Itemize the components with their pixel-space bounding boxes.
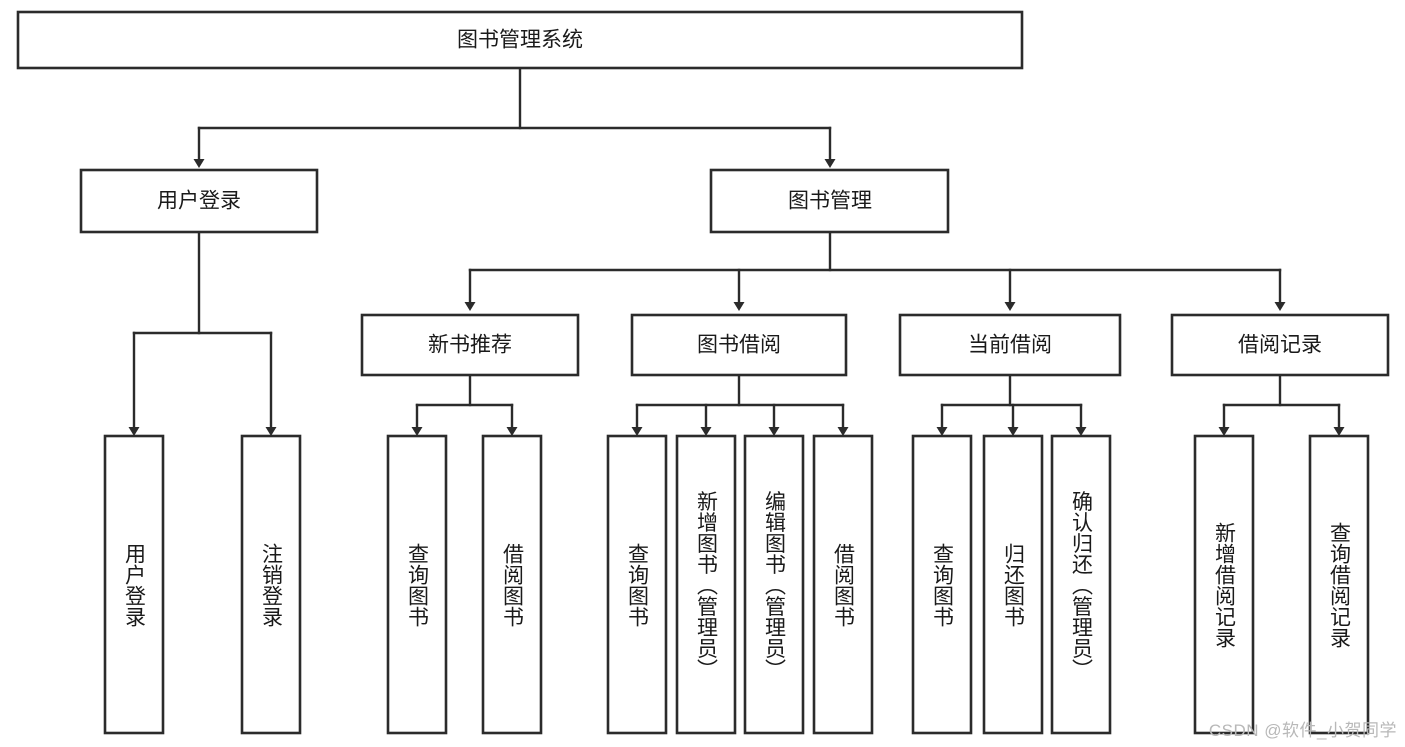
node-leaf-box[interactable] [743,434,805,735]
node-book-manage-label: 图书管理 [788,190,872,213]
edge-group-borrowrecords-to-leaves [1218,373,1345,436]
node-leaf-box[interactable] [606,434,668,735]
node-leaf-label: 借阅图书 [501,543,525,627]
node-borrow-records-label: 借阅记录 [1238,334,1322,357]
node-leaf-current-borrow-3[interactable]: 确认归还（管理员） [1050,434,1112,735]
node-leaf-borrow-records-1[interactable]: 新增借阅记录 [1193,434,1255,735]
node-borrow-records-box[interactable] [1170,313,1390,377]
node-leaf-new-book-1[interactable]: 查询图书 [386,434,448,735]
edge-group-newbook-to-leaves [411,373,518,436]
node-leaf-box[interactable] [386,434,448,735]
node-current-borrow-box[interactable] [898,313,1122,377]
node-leaf-box[interactable] [240,434,302,735]
node-book-borrow[interactable]: 图书借阅 [630,313,848,377]
node-book-manage[interactable]: 图书管理 [709,168,950,234]
edge-group-root-to-level2 [193,66,836,168]
node-leaf-book-borrow-2[interactable]: 新增图书（管理员） [675,434,737,735]
node-new-book-recommend[interactable]: 新书推荐 [360,313,580,377]
node-leaf-user-login-1[interactable]: 用户登录 [103,434,165,735]
node-new-book-recommend-label: 新书推荐 [428,334,512,357]
node-leaf-box[interactable] [1308,434,1370,735]
edge-group-bookmanage-to-level3 [464,230,1286,311]
node-root-system[interactable]: 图书管理系统 [16,10,1024,70]
node-leaf-new-book-2[interactable]: 借阅图书 [481,434,543,735]
node-leaf-label: 借阅图书 [832,543,856,627]
node-leaf-box[interactable] [481,434,543,735]
node-book-manage-box[interactable] [709,168,950,234]
node-leaf-box[interactable] [103,434,165,735]
node-leaf-box[interactable] [1193,434,1255,735]
edge-group-currentborrow-to-leaves [936,373,1087,436]
node-leaf-borrow-records-2[interactable]: 查询借阅记录 [1308,434,1370,735]
node-leaf-user-login-2[interactable]: 注销登录 [240,434,302,735]
node-leaf-box[interactable] [911,434,973,735]
node-user-login-label: 用户登录 [157,190,241,213]
node-leaf-book-borrow-1[interactable]: 查询图书 [606,434,668,735]
node-leaf-label: 新增借阅记录 [1213,522,1237,648]
node-current-borrow[interactable]: 当前借阅 [898,313,1122,377]
node-leaf-label: 查询图书 [406,543,430,627]
node-leaf-book-borrow-3[interactable]: 编辑图书（管理员） [743,434,805,735]
node-leaf-box[interactable] [812,434,874,735]
node-leaf-box[interactable] [675,434,737,735]
node-user-login[interactable]: 用户登录 [79,168,319,234]
edge-group-bookborrow-to-leaves [631,373,849,436]
node-leaf-book-borrow-4[interactable]: 借阅图书 [812,434,874,735]
node-leaf-label: 注销登录 [260,543,284,627]
node-leaf-label: 归还图书 [1002,543,1026,627]
node-leaf-label: 用户登录 [123,543,147,627]
node-borrow-records[interactable]: 借阅记录 [1170,313,1390,377]
node-leaf-label: 编辑图书（管理员） [763,491,787,680]
node-new-book-recommend-box[interactable] [360,313,580,377]
node-leaf-label: 新增图书（管理员） [695,491,719,680]
node-book-borrow-label: 图书借阅 [697,334,781,357]
node-current-borrow-label: 当前借阅 [968,334,1052,357]
node-leaf-label: 确认归还（管理员） [1070,491,1094,680]
node-book-borrow-box[interactable] [630,313,848,377]
node-leaf-label: 查询借阅记录 [1328,522,1352,648]
node-leaf-box[interactable] [982,434,1044,735]
node-leaf-current-borrow-2[interactable]: 归还图书 [982,434,1044,735]
node-leaf-label: 查询图书 [931,543,955,627]
node-leaf-box[interactable] [1050,434,1112,735]
edge-group-userlogin-to-leaves [128,230,277,436]
node-root-label: 图书管理系统 [457,29,583,52]
node-leaf-label: 查询图书 [626,543,650,627]
node-leaf-current-borrow-1[interactable]: 查询图书 [911,434,973,735]
csdn-watermark: CSDN @软件_小贺同学 [1208,721,1397,740]
node-root-box[interactable] [16,10,1024,70]
node-user-login-box[interactable] [79,168,319,234]
